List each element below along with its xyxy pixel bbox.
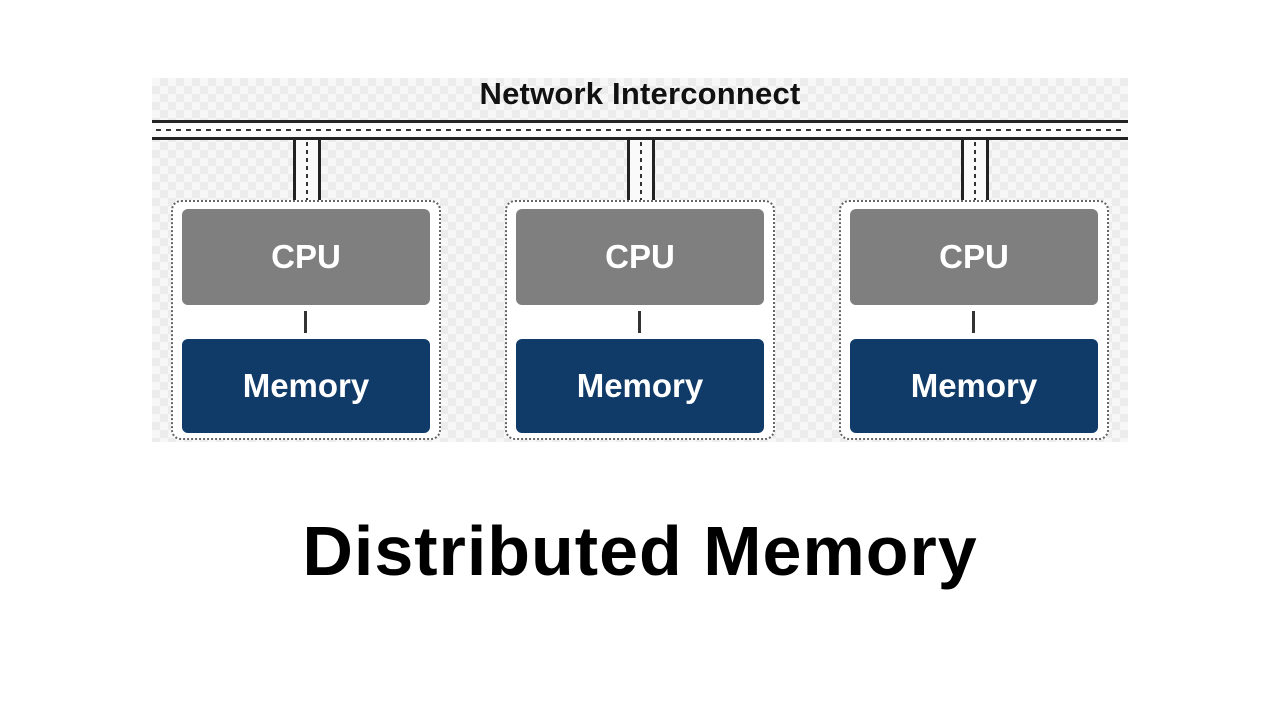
node-3-connector — [961, 140, 989, 202]
node-1: CPU Memory — [171, 200, 441, 440]
node-2-memory-box: Memory — [516, 339, 764, 433]
network-interconnect-bus — [152, 120, 1128, 140]
distributed-memory-diagram: Network Interconnect CPU Memory CPU Memo… — [152, 78, 1128, 442]
node-1-memory-box: Memory — [182, 339, 430, 433]
node-2-cpu-box: CPU — [516, 209, 764, 305]
node-3-memory-box: Memory — [850, 339, 1098, 433]
node-3: CPU Memory — [839, 200, 1109, 440]
node-3-cpu-memory-link — [972, 311, 975, 333]
node-2: CPU Memory — [505, 200, 775, 440]
node-2-cpu-memory-link — [638, 311, 641, 333]
node-1-connector — [293, 140, 321, 202]
node-1-cpu-box: CPU — [182, 209, 430, 305]
node-1-cpu-memory-link — [304, 311, 307, 333]
node-3-cpu-box: CPU — [850, 209, 1098, 305]
network-interconnect-label: Network Interconnect — [479, 76, 801, 111]
node-2-connector — [627, 140, 655, 202]
page-title: Distributed Memory — [302, 512, 978, 590]
